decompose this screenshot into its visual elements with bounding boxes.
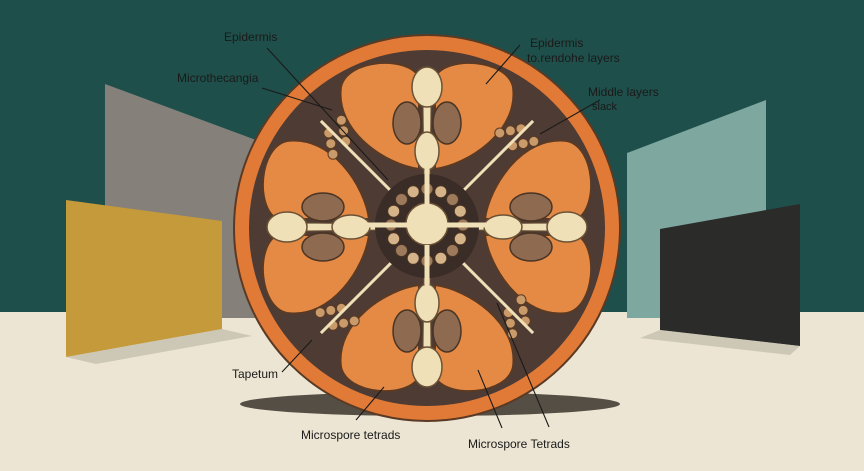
nucleus-right-top [433,102,461,144]
spore-mid-top [415,132,439,170]
tapetum-cell [518,305,528,315]
spore-mid-bottom [415,284,439,322]
connective-cell [447,194,459,206]
tapetum-cell [505,126,515,136]
label-microspore-tetrads-lower: Microspore tetrads [301,428,400,442]
anther-cross-section [234,35,620,421]
tapetum-cell [326,139,336,149]
tapetum-cell [328,149,338,159]
tapetum-cell [326,305,336,315]
connective-core [406,203,448,245]
nucleus-left-top [393,102,421,144]
label-tapetum: Tapetum [232,367,278,381]
tapetum-cell [518,139,528,149]
connective-cell [396,194,408,206]
label-epidermis-right: Epidermis [530,36,583,50]
connective-cell [407,252,419,264]
label-middle-layers: Middle layers [588,85,659,99]
connective-cell [454,233,466,245]
label-epidermis-left: Epidermis [224,30,277,44]
tapetum-cell [516,295,526,305]
spore-mid-right [484,215,522,239]
tapetum-cell [529,136,539,146]
connective-cell [396,245,408,257]
spore-mid-left [332,215,370,239]
nucleus-right-left [302,193,344,221]
panel-black [660,204,800,346]
spore-head-right [547,212,587,242]
nucleus-right-right [510,233,552,261]
spore-head-bottom [412,347,442,387]
connective-cell [447,245,459,257]
connective-cell [388,233,400,245]
connective-cell [435,252,447,264]
label-endothecium: to.rendohe layers [527,51,620,65]
nucleus-left-bottom [433,310,461,352]
nucleus-left-left [302,233,344,261]
tapetum-cell [508,329,518,339]
connective-cell [435,186,447,198]
tapetum-cell [349,316,359,326]
nucleus-right-bottom [393,310,421,352]
connective-cell [454,205,466,217]
tapetum-cell [495,128,505,138]
tapetum-cell [339,318,349,328]
label-middle-layers-sub: slack [592,100,617,114]
label-microspore-tetrads-upper: Microspore Tetrads [468,437,570,451]
tapetum-cell [336,115,346,125]
nucleus-left-right [510,193,552,221]
spore-head-left [267,212,307,242]
tapetum-cell [315,308,325,318]
label-microthecangia: Microthecangia [177,71,258,85]
spore-head-top [412,67,442,107]
connective-cell [388,205,400,217]
connective-cell [407,186,419,198]
